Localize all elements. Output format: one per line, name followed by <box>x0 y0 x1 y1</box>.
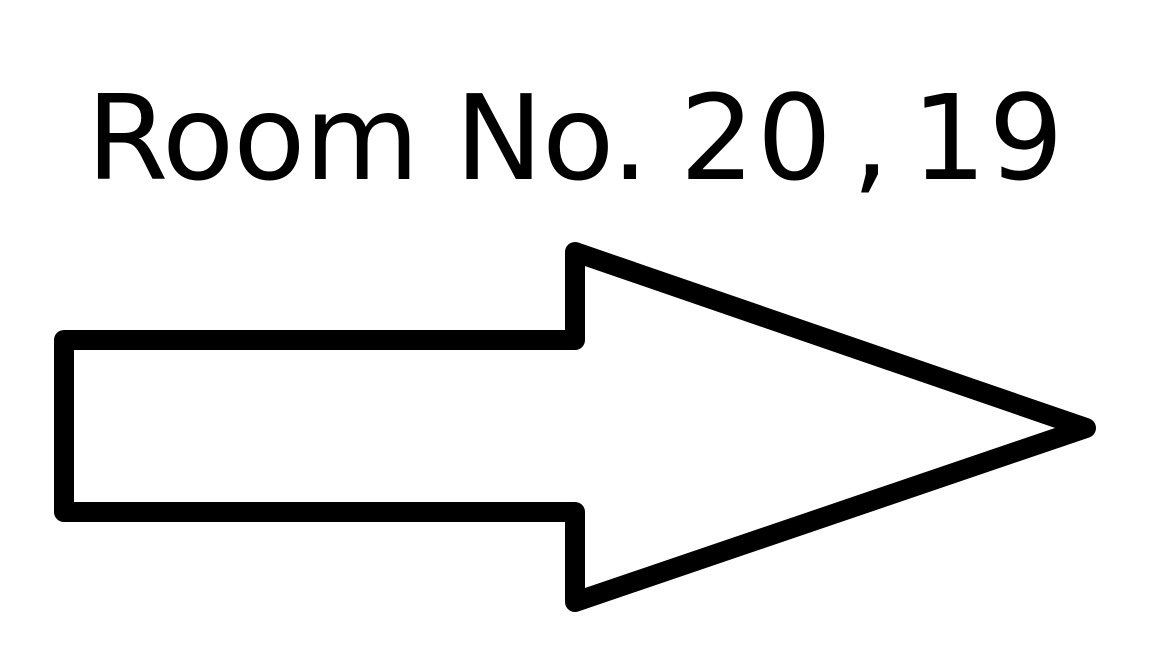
arrow-outline <box>54 242 1096 612</box>
room-number-first: 20 <box>679 69 834 207</box>
room-number-second: 19 <box>911 69 1066 207</box>
room-label-prefix: Room No. <box>86 69 648 207</box>
room-number-separator: , <box>851 69 890 207</box>
room-number-label: Room No. 20 , 19 <box>0 68 1152 208</box>
